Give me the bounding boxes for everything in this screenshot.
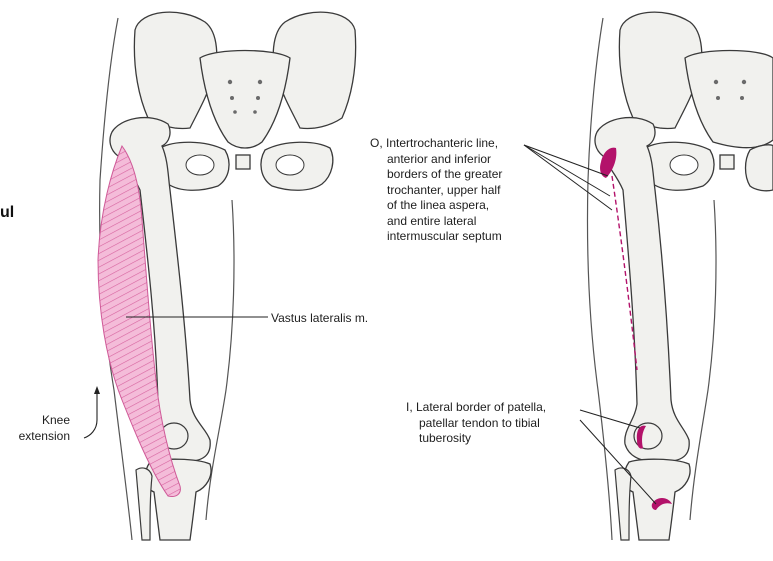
origin-label-line: anterior and inferior <box>387 151 492 166</box>
right-skin-outline-lateral <box>586 17 613 541</box>
knee-extension-arrowhead <box>94 386 100 394</box>
right-obturator-foramen <box>669 154 699 176</box>
action-label-line: Knee <box>41 413 70 427</box>
origin-attachment-area <box>600 147 617 178</box>
insertion-tibial-tuberosity <box>651 498 672 510</box>
origin-label-line: and entire lateral <box>387 213 477 228</box>
origin-label-line: of the linea aspera, <box>387 198 490 212</box>
insertion-label-line: patellar tendon to tibial <box>419 415 540 430</box>
action-label-line: extension <box>18 428 70 443</box>
linea-aspera-dashed-line <box>611 175 638 371</box>
left-femur <box>109 116 211 463</box>
insertion-patella-border <box>636 425 646 449</box>
knee-extension-arrow <box>83 390 98 439</box>
insertion-label: I, Lateral border of patella, patellar t… <box>406 400 546 447</box>
origin-label-line: intermuscular septum <box>387 229 502 243</box>
left-obturator-foramina <box>185 154 305 176</box>
left-skin-outline-medial <box>205 199 235 521</box>
origin-label-line: trochanter, upper half <box>387 182 501 197</box>
insertion-label-line: tuberosity <box>419 431 472 445</box>
right-fibula <box>614 467 632 541</box>
left-sacrum-foramina <box>227 79 263 114</box>
left-pelvis <box>133 11 357 191</box>
right-sacrum-foramina <box>713 79 747 100</box>
right-skin-outline-medial <box>689 199 717 521</box>
origin-label: O, Intertrochanteric line, anterior and … <box>370 136 502 245</box>
action-label: Knee extension <box>12 413 70 444</box>
insertion-label-line: I, Lateral border of patella, <box>406 400 547 414</box>
left-thigh-figure <box>83 11 357 541</box>
muscle-name-label: Vastus lateralis m. <box>271 311 369 325</box>
origin-leader-lines <box>523 144 613 211</box>
vastus-lateralis-muscle <box>97 144 181 497</box>
right-thigh-figure <box>523 11 773 541</box>
insertion-leader-lines <box>579 409 657 505</box>
left-fibula <box>135 467 153 541</box>
origin-label-line: O, Intertrochanteric line, <box>370 136 499 150</box>
right-femur <box>594 116 690 463</box>
cropped-edge-text: ul <box>0 204 15 221</box>
origin-label-line: borders of the greater <box>387 167 503 181</box>
